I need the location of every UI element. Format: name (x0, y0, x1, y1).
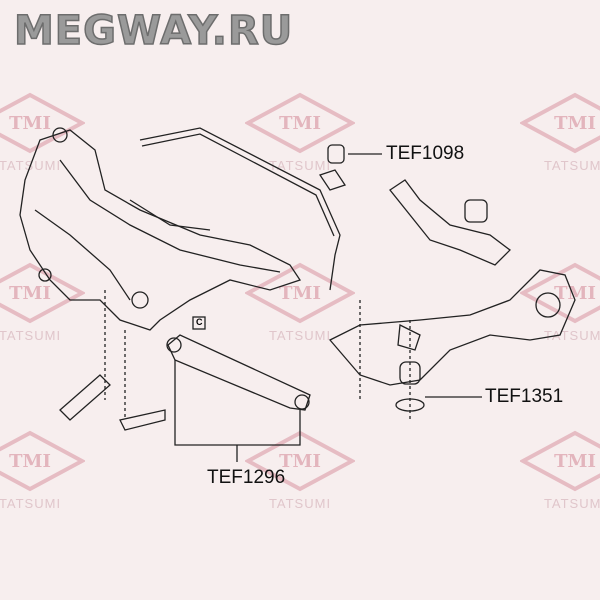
diamond-icon (0, 430, 85, 492)
tmi-watermark: TMI TATSUMI (245, 92, 355, 173)
tmi-watermark: TMI TATSUMI (520, 262, 600, 343)
watermark-name: TATSUMI (0, 328, 62, 343)
diamond-icon (520, 92, 600, 154)
leader-tef1296 (174, 360, 301, 446)
diamond-icon (520, 430, 600, 492)
tmi-watermark: TMI TATSUMI (520, 92, 600, 173)
part-label-tef1098[interactable]: TEF1098 (386, 143, 465, 164)
watermark-brand: TMI (279, 113, 321, 134)
tmi-watermark: TMI TATSUMI (0, 430, 85, 511)
upper-arm (389, 179, 511, 266)
tmi-watermark: TMI TATSUMI (520, 430, 600, 511)
watermark-name: TATSUMI (543, 496, 600, 511)
brackets (59, 290, 411, 431)
watermark-name: TATSUMI (268, 158, 332, 173)
part-label-tef1296[interactable]: TEF1296 (207, 467, 286, 488)
watermark-brand: TMI (279, 283, 321, 304)
watermark-name: TATSUMI (268, 496, 332, 511)
knuckle-assembly (328, 269, 576, 412)
watermark-name: TATSUMI (543, 158, 600, 173)
subframe (19, 127, 302, 331)
watermark-name: TATSUMI (268, 328, 332, 343)
stabilizer-bushing (318, 144, 347, 191)
watermark-brand: TMI (9, 451, 51, 472)
diamond-icon (245, 262, 355, 324)
tmi-watermark: TMI TATSUMI (245, 430, 355, 511)
diamond-icon (245, 430, 355, 492)
watermark-brand: TMI (554, 113, 596, 134)
part-label-tef1351[interactable]: TEF1351 (485, 386, 564, 407)
diamond-icon (520, 262, 600, 324)
callout-letter: C (196, 317, 203, 327)
lower-arm (166, 334, 311, 411)
watermark-brand: TMI (554, 283, 596, 304)
diamond-icon (245, 92, 355, 154)
watermark-brand: TMI (9, 113, 51, 134)
watermark-brand: TMI (9, 283, 51, 304)
watermark-name: TATSUMI (0, 496, 62, 511)
tmi-watermark: TMI TATSUMI (245, 262, 355, 343)
diamond-icon (0, 92, 85, 154)
site-logo: MEGWAY.RU (13, 7, 294, 55)
diamond-icon (0, 262, 85, 324)
watermark-brand: TMI (279, 451, 321, 472)
watermark-name: TATSUMI (543, 328, 600, 343)
stabilizer-bar (139, 127, 341, 291)
watermark-brand: TMI (554, 451, 596, 472)
tmi-watermark: TMI TATSUMI (0, 262, 85, 343)
callout-box (192, 316, 206, 330)
